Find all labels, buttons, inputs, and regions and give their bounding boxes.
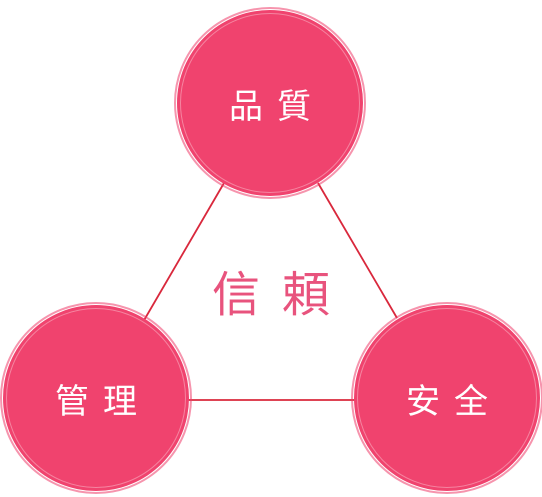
connector-top-right xyxy=(317,182,398,319)
node-management-label: 管理 xyxy=(55,381,151,422)
node-management: 管理 xyxy=(0,302,192,494)
node-safety-label: 安全 xyxy=(406,381,502,422)
node-quality: 品質 xyxy=(174,7,366,199)
node-quality-label: 品質 xyxy=(229,86,325,127)
connector-top-left xyxy=(142,182,225,323)
center-label: 信頼 xyxy=(186,255,356,325)
center-label-text: 信頼 xyxy=(211,267,352,323)
node-safety: 安全 xyxy=(351,302,542,494)
